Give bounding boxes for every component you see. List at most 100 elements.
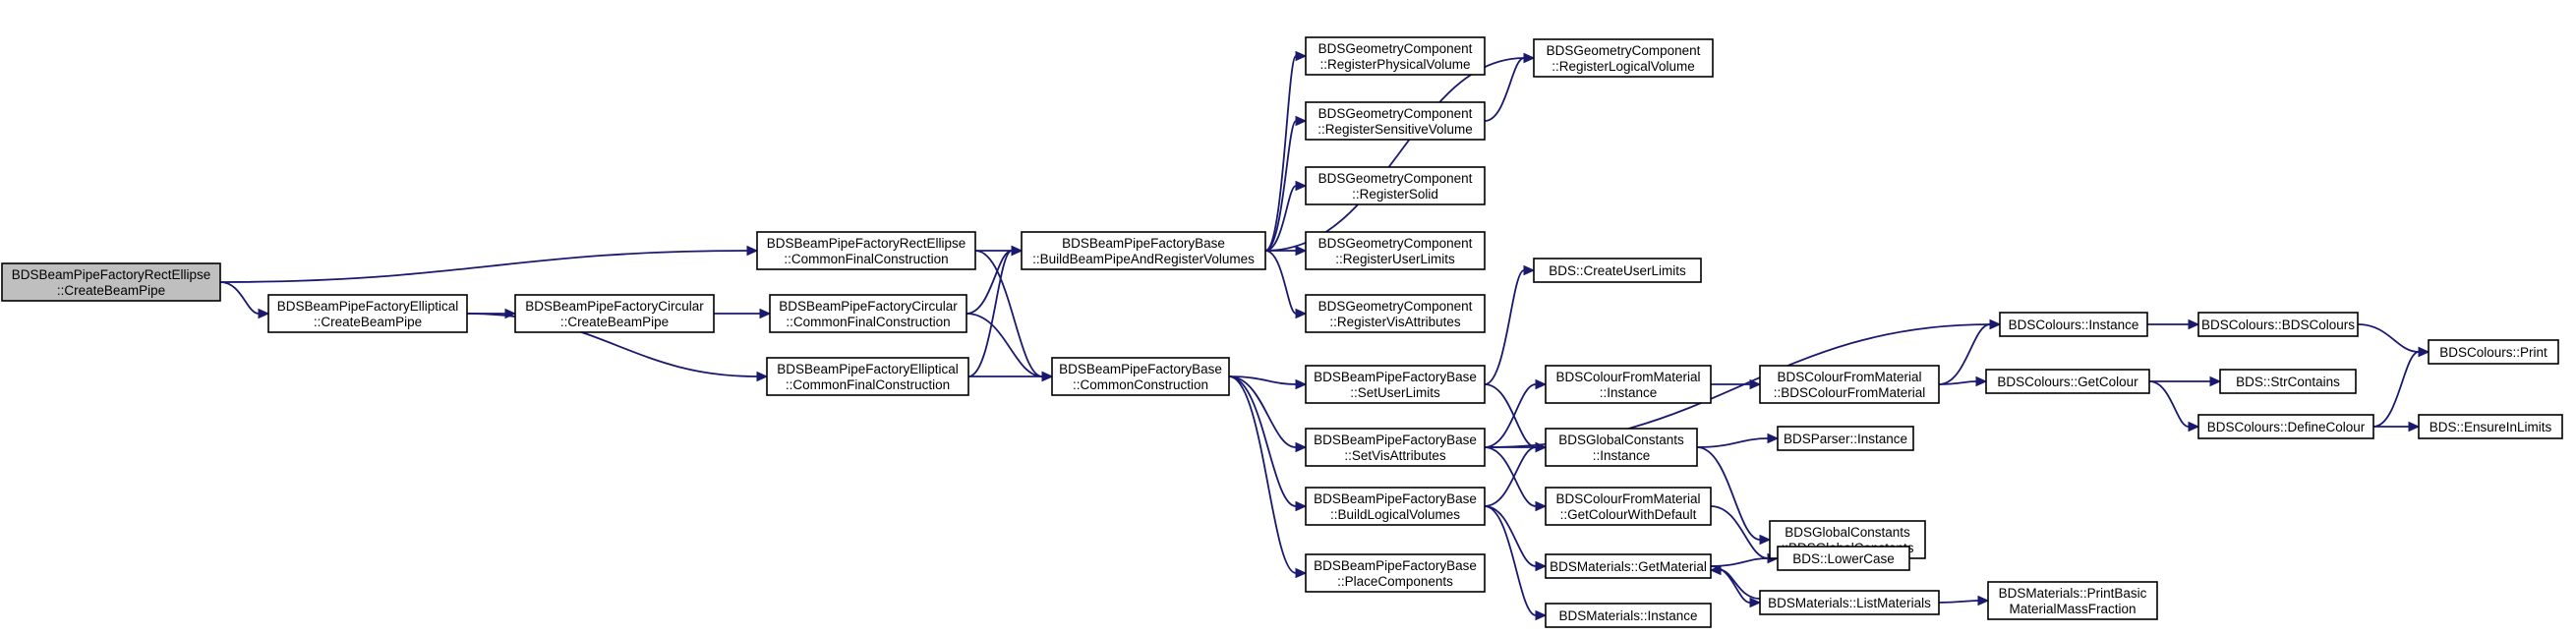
node-box <box>769 294 967 333</box>
arrowhead <box>258 308 270 319</box>
function-node-parser-inst[interactable]: BDSParser::Instance <box>1777 426 1914 451</box>
function-node-base-ul[interactable]: BDSBeamPipeFactoryBase::SetUserLimits <box>1305 365 1486 404</box>
function-node-circ-create[interactable]: BDSBeamPipeFactoryCircular::CreateBeamPi… <box>514 294 715 333</box>
call-edge <box>2372 351 2420 428</box>
function-node-bds-cul[interactable]: BDS::CreateUserLimits <box>1533 258 1702 283</box>
arrowhead <box>1759 534 1772 546</box>
function-node-lower[interactable]: BDS::LowerCase <box>1777 546 1910 571</box>
node-label-line: BDSBeamPipeFactoryBase <box>1314 433 1477 447</box>
node-box <box>514 294 715 333</box>
node-box <box>1305 553 1486 593</box>
function-node-geo-ul[interactable]: BDSGeometryComponent::RegisterUserLimits <box>1305 231 1486 270</box>
arrowhead <box>1749 378 1762 390</box>
function-node-rect-cfc[interactable]: BDSBeamPipeFactoryRectEllipse::CommonFin… <box>756 231 976 270</box>
function-node-base-blv[interactable]: BDSBeamPipeFactoryBase::BuildLogicalVolu… <box>1305 487 1486 526</box>
call-edge <box>219 250 748 283</box>
node-label-line: BDSParser::Instance <box>1784 432 1907 446</box>
arrowhead <box>1975 375 1988 387</box>
function-node-cfm-gcwd[interactable]: BDSColourFromMaterial::GetColourWithDefa… <box>1545 487 1712 526</box>
node-box <box>766 357 969 396</box>
node-box <box>1305 487 1486 526</box>
function-node-cfm-ctor[interactable]: BDSColourFromMaterial::BDSColourFromMate… <box>1759 365 1940 404</box>
node-box <box>1987 581 2158 620</box>
function-node-base-common[interactable]: BDSBeamPipeFactoryBase::CommonConstructi… <box>1051 357 1230 396</box>
node-label-line: BDSGeometryComponent <box>1318 41 1473 56</box>
node-label-line: ::Instance <box>1593 448 1651 463</box>
function-node-root[interactable]: BDSBeamPipeFactoryRectEllipse::CreateBea… <box>1 262 221 302</box>
function-node-col-ctor[interactable]: BDSColours::BDSColours <box>2197 312 2359 337</box>
function-node-cfm-inst[interactable]: BDSColourFromMaterial::Instance <box>1545 365 1712 404</box>
call-edge <box>1228 375 1297 448</box>
node-label-line: BDSColours::GetColour <box>1997 375 2138 389</box>
node-label-line: BDSBeamPipeFactoryCircular <box>779 299 958 314</box>
node-label-line: ::CommonFinalConstruction <box>784 252 948 266</box>
arrowhead <box>2209 375 2222 387</box>
function-node-ell-create[interactable]: BDSBeamPipeFactoryElliptical::CreateBeam… <box>267 294 468 333</box>
function-node-gc-inst[interactable]: BDSGlobalConstants::Instance <box>1545 428 1698 467</box>
function-node-geo-phys[interactable]: BDSGeometryComponent::RegisterPhysicalVo… <box>1305 36 1486 76</box>
function-node-circ-cfc[interactable]: BDSBeamPipeFactoryCircular::CommonFinalC… <box>769 294 967 333</box>
arrowhead <box>756 371 769 382</box>
function-node-str-contains[interactable]: BDS::StrContains <box>2219 369 2357 394</box>
node-label-line: ::RegisterLogicalVolume <box>1551 59 1695 74</box>
function-node-ensure[interactable]: BDS::EnsureInLimits <box>2418 414 2563 439</box>
function-node-base-place[interactable]: BDSBeamPipeFactoryBase::PlaceComponents <box>1305 553 1486 593</box>
node-box <box>1999 312 2148 337</box>
node-box <box>2418 414 2563 439</box>
node-label-line: BDSBeamPipeFactoryElliptical <box>277 299 459 314</box>
node-label-line: BDSBeamPipeFactoryRectEllipse <box>12 267 211 282</box>
node-label-line: BDSColours::BDSColours <box>2201 318 2355 332</box>
function-node-mat-get[interactable]: BDSMaterials::GetMaterial <box>1545 553 1712 579</box>
node-box <box>2219 369 2357 394</box>
function-node-geo-solid[interactable]: BDSGeometryComponent::RegisterSolid <box>1305 166 1486 205</box>
function-node-base-build[interactable]: BDSBeamPipeFactoryBase::BuildBeamPipeAnd… <box>1021 231 1266 270</box>
node-label-line: BDSGeometryComponent <box>1318 106 1473 121</box>
function-node-mat-inst[interactable]: BDSMaterials::Instance <box>1545 603 1712 628</box>
call-edge <box>1264 57 1525 252</box>
node-box <box>1985 369 2150 394</box>
node-box <box>1305 166 1486 205</box>
function-node-col-inst[interactable]: BDSColours::Instance <box>1999 312 2148 337</box>
call-edge <box>1484 505 1537 567</box>
node-label-line: ::PlaceComponents <box>1337 574 1453 589</box>
function-node-col-print[interactable]: BDSColours::Print <box>2428 339 2559 365</box>
function-node-mat-print[interactable]: BDSMaterials::PrintBasicMaterialMassFrac… <box>1987 581 2158 620</box>
call-edge <box>966 313 1043 377</box>
arrowhead <box>1295 180 1308 192</box>
call-edge <box>1696 437 1769 448</box>
function-node-geo-sens[interactable]: BDSGeometryComponent::RegisterSensitiveV… <box>1305 101 1486 141</box>
arrowhead <box>1041 371 1054 382</box>
call-edge <box>1484 269 1525 385</box>
arrowhead <box>1011 245 1024 257</box>
arrowhead <box>2418 346 2430 358</box>
node-label-line: ::CommonConstruction <box>1073 377 1208 392</box>
function-node-geo-log[interactable]: BDSGeometryComponent::RegisterLogicalVol… <box>1533 38 1714 78</box>
node-label-line: ::Instance <box>1600 385 1658 400</box>
node-label-line: BDS::CreateUserLimits <box>1549 263 1686 278</box>
node-label-line: BDS::EnsureInLimits <box>2430 420 2552 434</box>
node-box <box>1545 487 1712 526</box>
call-edge <box>1228 375 1297 574</box>
call-edge <box>1484 57 1525 122</box>
arrowhead <box>1523 52 1536 64</box>
node-box <box>1545 365 1712 404</box>
function-node-col-get[interactable]: BDSColours::GetColour <box>1985 369 2150 394</box>
arrowhead <box>1977 595 1990 606</box>
function-node-mat-list[interactable]: BDSMaterials::ListMaterials <box>1759 590 1940 615</box>
node-label-line: ::RegisterUserLimits <box>1335 252 1455 266</box>
node-label-line: BDSColourFromMaterial <box>1777 370 1921 384</box>
node-box <box>267 294 468 333</box>
arrowhead <box>1535 500 1548 512</box>
node-box <box>1545 428 1698 467</box>
function-node-ell-cfc[interactable]: BDSBeamPipeFactoryElliptical::CommonFina… <box>766 357 969 396</box>
arrowhead <box>1535 441 1548 453</box>
function-node-base-vis[interactable]: BDSBeamPipeFactoryBase::SetVisAttributes <box>1305 428 1486 467</box>
node-label-line: ::CreateBeamPipe <box>560 315 669 329</box>
node-label-line: BDSGlobalConstants <box>1558 433 1684 447</box>
node-label-line: ::BDSColourFromMaterial <box>1774 385 1926 400</box>
call-edge <box>1264 120 1297 252</box>
node-label-line: MaterialMassFraction <box>2009 602 2136 616</box>
function-node-geo-vis[interactable]: BDSGeometryComponent::RegisterVisAttribu… <box>1305 294 1486 333</box>
function-node-col-define[interactable]: BDSColours::DefineColour <box>2197 414 2374 439</box>
node-label-line: BDS::StrContains <box>2236 375 2340 389</box>
